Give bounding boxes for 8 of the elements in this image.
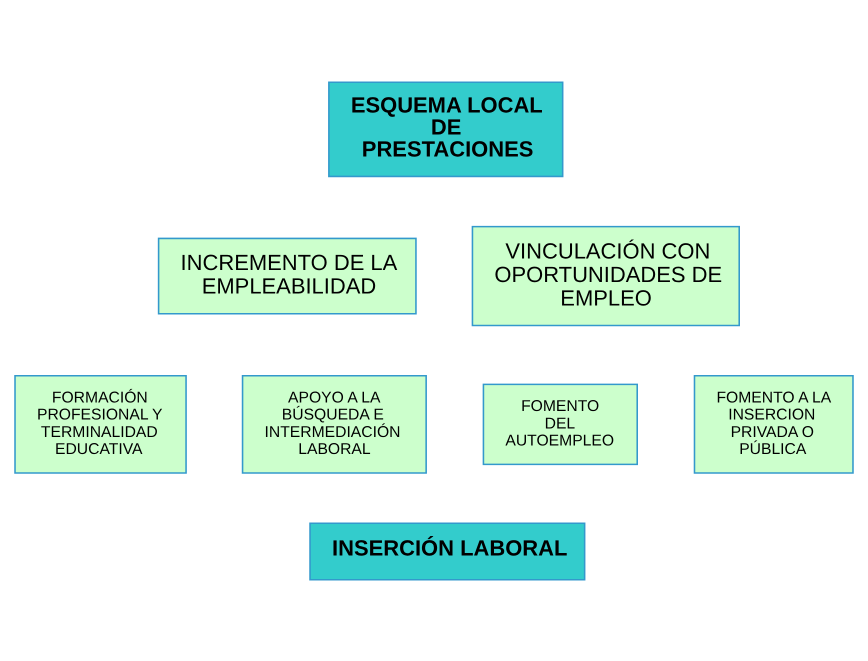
node-box: FORMACIÓN PROFESIONAL Y TERMINALIDAD EDUCATIVA xyxy=(14,374,187,474)
node-box: INCREMENTO DE LA EMPLEABILIDAD xyxy=(158,237,417,314)
node-box: INSERCIÓN LABORAL xyxy=(309,522,586,580)
node-box: VINCULACIÓN CON OPORTUNIDADES DE EMPLEO xyxy=(472,225,740,326)
node-box: ESQUEMA LOCAL DE PRESTACIONES xyxy=(328,81,564,177)
node-box: FOMENTO DEL AUTOEMPLEO xyxy=(482,383,638,465)
node-box: FOMENTO A LA INSERCION PRIVADA O PÚBLICA xyxy=(694,374,854,474)
node-box: APOYO A LA BÚSQUEDA E INTERMEDIACIÓN LABORAL xyxy=(242,374,427,474)
